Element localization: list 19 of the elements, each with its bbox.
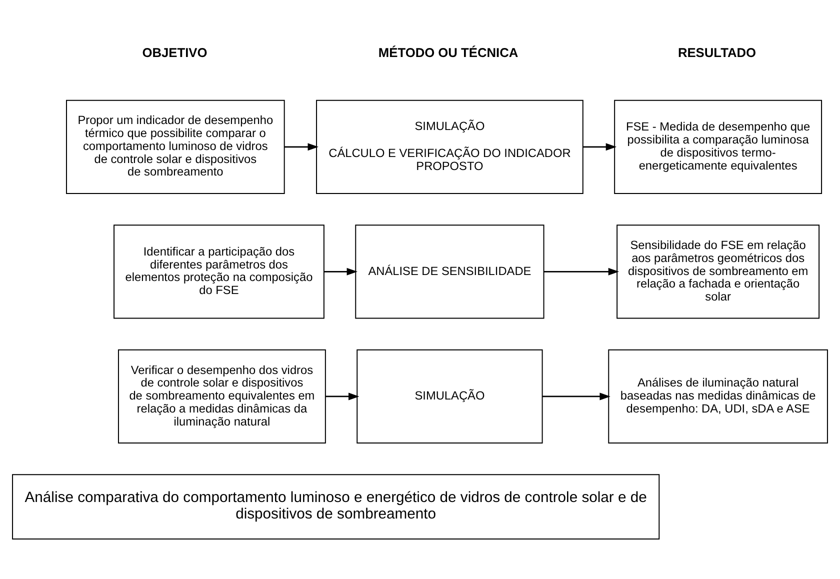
node-box: Propor um indicador de desempenho térmico que possibilite comparar o comportamento luminoso de vidros de controle solar e dispositivos de sombreamento [66, 99, 285, 194]
node-box: Sensibilidade do FSE em relação aos parâmetros geométricos dos dispositivos de sombreamento em relação a fachada e orientação solar [616, 224, 820, 318]
node-box: Identificar a participação dos diferentes parâmetros dos elementos proteção na composição do FSE [114, 224, 324, 318]
label: RESULTADO [678, 44, 756, 60]
node-box: FSE - Medida de desempenho que possibilita a comparação luminosa de dispositivos termo-energeticamente equivalentes [614, 99, 822, 194]
arrow [324, 267, 358, 275]
node-box: Análises de iluminação natural baseadas nas medidas dinâmicas de desempenho: DA, UDI, sDA e ASE [608, 348, 828, 443]
arrow [326, 392, 360, 400]
node-box: Análise comparativa do comportamento luminoso e energético de vidros de controle solar e de dispositivos de sombreamento [12, 474, 660, 540]
node-box: Verificar o desempenho dos vidros de controle solar e dispositivos de sombreamento equivalentes em relação a medidas dinâmicas da iluminação natural [118, 348, 326, 443]
arrow [284, 142, 318, 150]
arrow [583, 142, 617, 150]
node-box: SIMULAÇÃO CÁLCULO E VERIFICAÇÃO DO INDICADOR PROPOSTO [316, 99, 584, 194]
arrow [542, 392, 610, 400]
label: OBJETIVO [142, 44, 208, 60]
node-box: SIMULAÇÃO [356, 348, 543, 443]
label: MÉTODO OU TÉCNICA [378, 44, 518, 60]
arrow [544, 267, 620, 275]
node-box: ANÁLISE DE SENSIBILIDADE [355, 224, 544, 318]
